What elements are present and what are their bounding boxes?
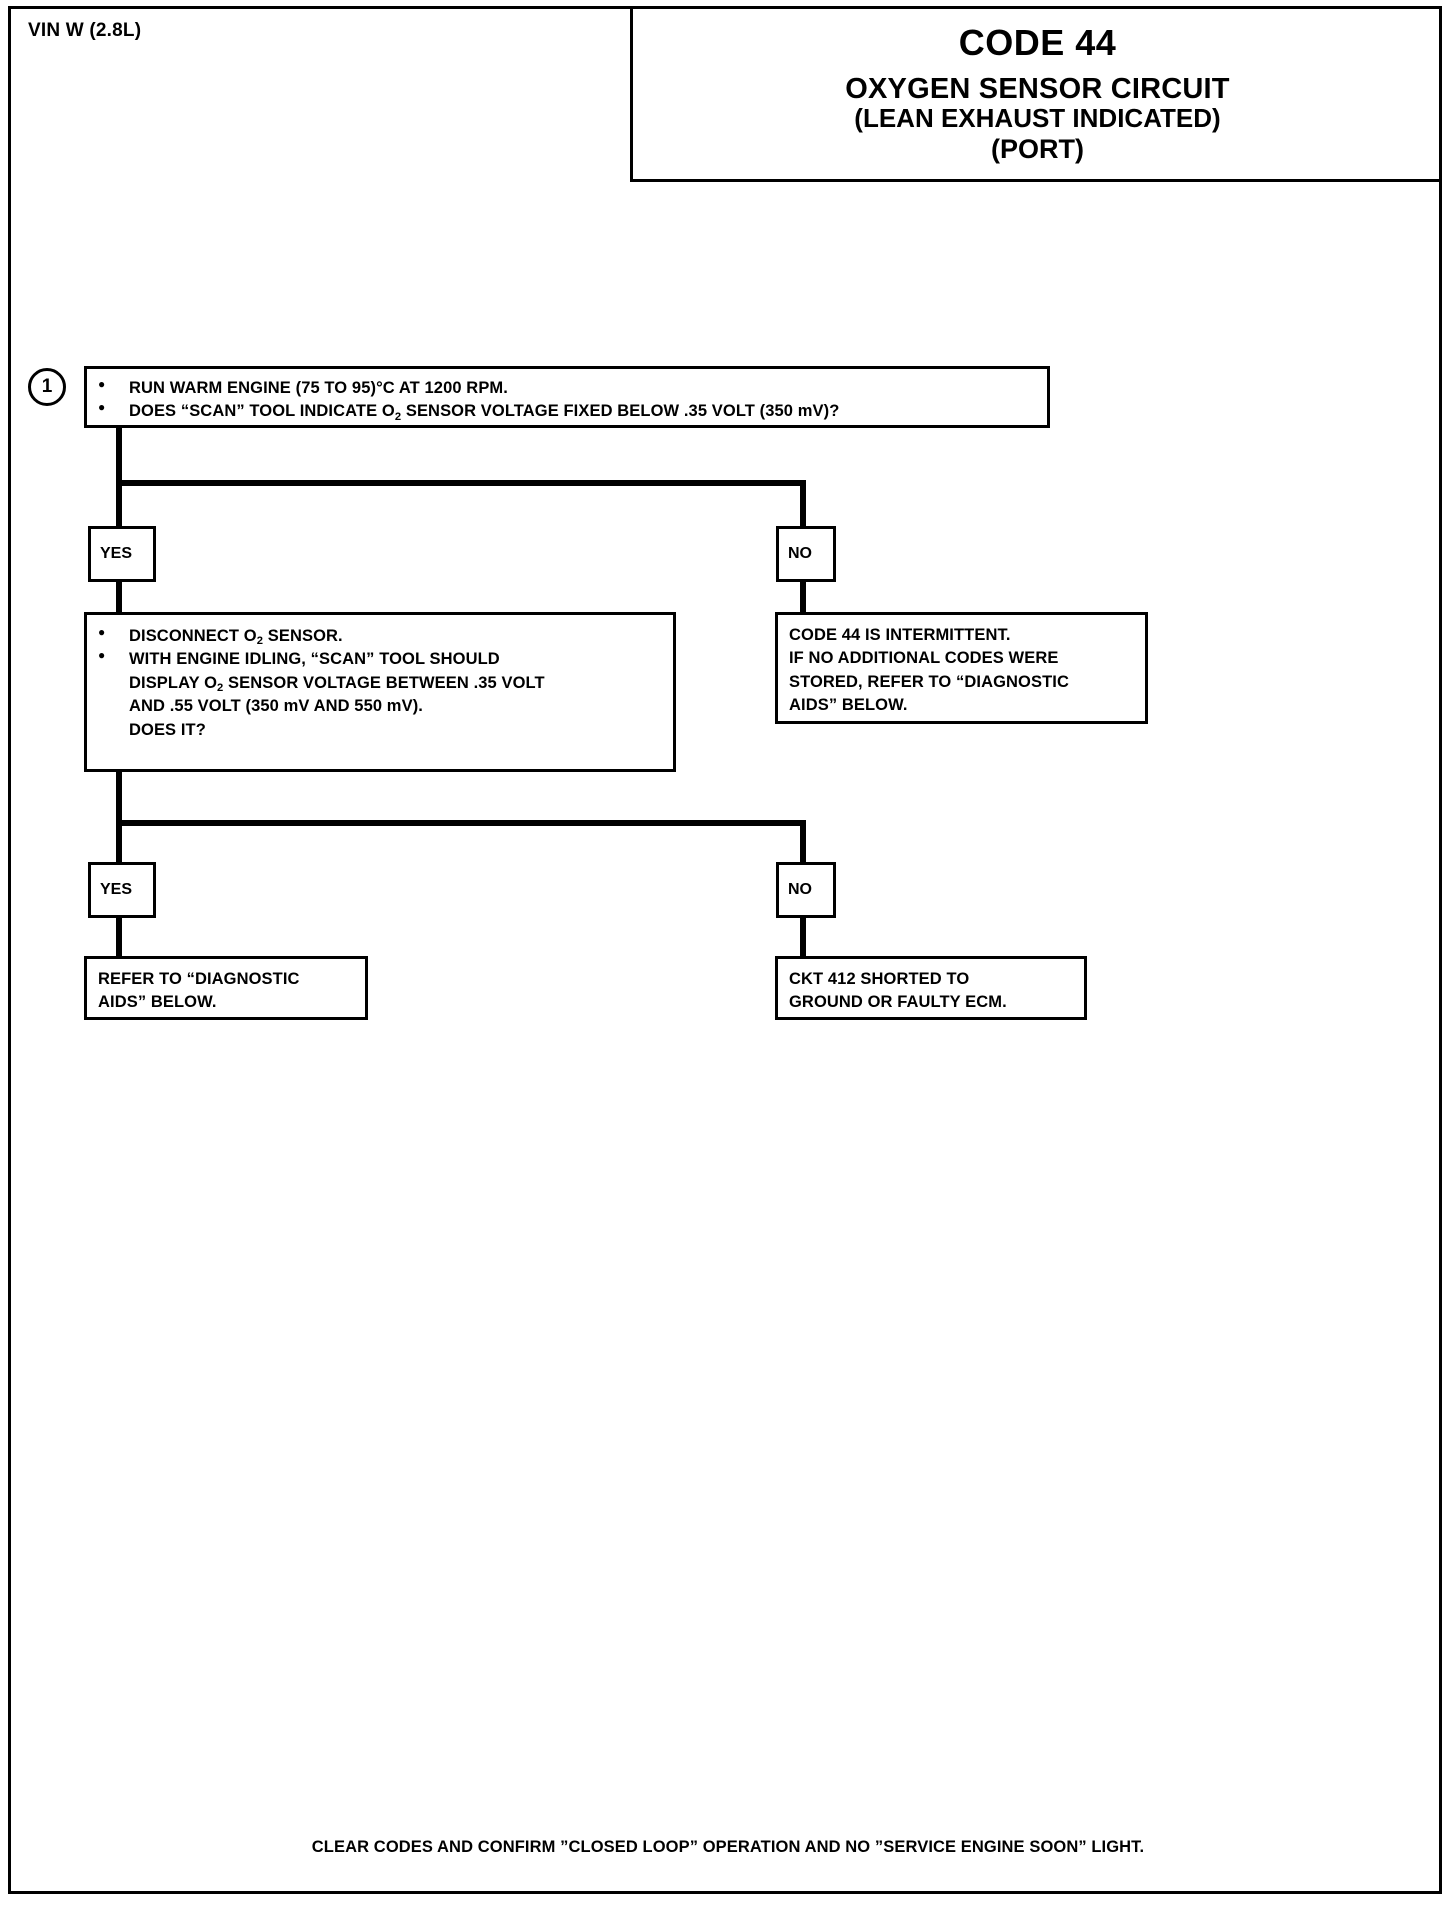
circuit-subtitle: (LEAN EXHAUST INDICATED) [854,103,1221,134]
result-no-line-1: CKT 412 SHORTED TO [789,970,970,988]
branch2-yes-box[interactable]: YES [88,862,156,918]
connector-no1-to-box [800,582,806,614]
result-no-line-2: GROUND OR FAULTY ECM. [789,993,1007,1012]
intermittent-line-3: STORED, REFER TO “DIAGNOSTIC [789,672,1069,691]
connector-branch2-bar [116,820,806,826]
connector-yes1-to-box [116,582,122,614]
intermittent-line-1: CODE 44 IS INTERMITTENT. [789,626,1011,644]
step-1-bullet-2: DOES “SCAN” TOOL INDICATE O2 SENSOR VOLT… [95,399,1047,423]
connector-step1-down [116,428,122,486]
result-yes-line-1: REFER TO “DIAGNOSTIC [98,970,300,988]
result-no-box: CKT 412 SHORTED TO GROUND OR FAULTY ECM. [775,956,1087,1020]
page-border [8,6,1442,1894]
connector-branch2-no-down [800,820,806,864]
branch2-yes-label: YES [100,881,133,898]
branch2-no-label: NO [788,881,812,898]
intermittent-line-4: AIDS” BELOW. [789,696,908,715]
branch1-no-label: NO [788,545,812,562]
step-number-1: 1 [28,368,66,406]
result-yes-line-2: AIDS” BELOW. [98,993,217,1012]
step-1-box: RUN WARM ENGINE (75 TO 95)°C AT 1200 RPM… [84,366,1050,428]
intermittent-line-2: IF NO ADDITIONAL CODES WERE [789,649,1059,668]
branch1-yes-label: YES [100,545,133,562]
step-2-yes-box: DISCONNECT O2 SENSOR. WITH ENGINE IDLING… [84,612,676,772]
result-yes-text: REFER TO “DIAGNOSTIC AIDS” BELOW. [98,968,365,1015]
step-2-bullet-2-line-1: WITH ENGINE IDLING, “SCAN” TOOL SHOULD [129,650,500,669]
circuit-title: OXYGEN SENSOR CIRCUIT [845,72,1230,105]
connector-branch2-yes-down [116,820,122,864]
step-2-bullets: DISCONNECT O2 SENSOR. WITH ENGINE IDLING… [95,624,673,742]
step-2-bullet-2: WITH ENGINE IDLING, “SCAN” TOOL SHOULD D… [95,647,673,742]
step-2-bullet-2-line-4: DOES IT? [129,720,206,739]
branch2-no-box[interactable]: NO [776,862,836,918]
step-2-bullet-2-line-3: AND .55 VOLT (350 mV AND 550 mV). [129,697,423,716]
connector-no2-to-box [800,918,806,958]
circuit-port-label: (PORT) [991,133,1084,164]
branch1-no-box[interactable]: NO [776,526,836,582]
result-no-text: CKT 412 SHORTED TO GROUND OR FAULTY ECM. [789,968,1084,1015]
footer-note: CLEAR CODES AND CONFIRM ”CLOSED LOOP” OP… [311,1838,1145,1856]
step-1-bullet-1: RUN WARM ENGINE (75 TO 95)°C AT 1200 RPM… [95,376,1047,400]
connector-branch1-no-down [800,480,806,528]
intermittent-note: CODE 44 IS INTERMITTENT. IF NO ADDITIONA… [789,624,1145,718]
step-1-bullets: RUN WARM ENGINE (75 TO 95)°C AT 1200 RPM… [95,376,1047,424]
branch1-yes-box[interactable]: YES [88,526,156,582]
connector-step2-down [116,772,122,826]
connector-branch1-bar [116,480,806,486]
vin-label: VIN W (2.8L) [28,20,142,41]
result-yes-box: REFER TO “DIAGNOSTIC AIDS” BELOW. [84,956,368,1020]
code-title: CODE 44 [958,22,1117,63]
step-2-no-box: CODE 44 IS INTERMITTENT. IF NO ADDITIONA… [775,612,1148,724]
connector-branch1-yes-down [116,480,122,528]
title-block: CODE 44 OXYGEN SENSOR CIRCUIT (LEAN EXHA… [630,6,1442,182]
connector-yes2-to-box [116,918,122,958]
step-2-bullet-1: DISCONNECT O2 SENSOR. [95,624,673,648]
